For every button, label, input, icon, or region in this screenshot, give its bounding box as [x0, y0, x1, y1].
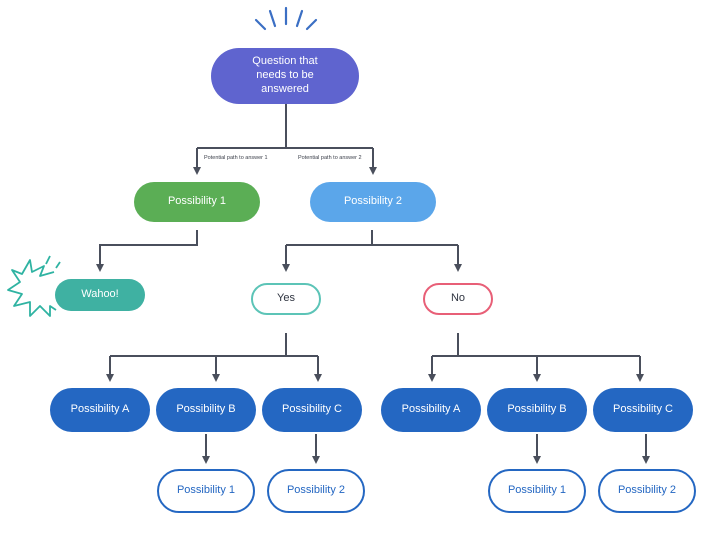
edge-label-path-1: Potential path to answer 1	[204, 155, 268, 161]
wahoo-node[interactable]: Wahoo!	[55, 279, 145, 311]
no-possibility-b-node[interactable]: Possibility B	[487, 388, 587, 432]
yes-possibility-b-node[interactable]: Possibility B	[156, 388, 256, 432]
yes-possibility-a-node[interactable]: Possibility A	[50, 388, 150, 432]
no-possibility-c-node[interactable]: Possibility C	[593, 388, 693, 432]
yes-possibility-c-node[interactable]: Possibility C	[262, 388, 362, 432]
no-c-possibility-2-node[interactable]: Possibility 2	[598, 469, 696, 513]
no-possibility-a-node[interactable]: Possibility A	[381, 388, 481, 432]
yes-node[interactable]: Yes	[251, 283, 321, 315]
possibility-1-node[interactable]: Possibility 1	[134, 182, 260, 222]
edge-label-path-2: Potential path to answer 2	[298, 155, 362, 161]
root-question-node[interactable]: Question that needs to be answered	[211, 48, 359, 104]
sparkle-rays-icon	[254, 6, 318, 31]
yes-c-possibility-2-node[interactable]: Possibility 2	[267, 469, 365, 513]
yes-b-possibility-1-node[interactable]: Possibility 1	[157, 469, 255, 513]
no-b-possibility-1-node[interactable]: Possibility 1	[488, 469, 586, 513]
starburst-icon	[7, 255, 61, 317]
possibility-2-node[interactable]: Possibility 2	[310, 182, 436, 222]
no-node[interactable]: No	[423, 283, 493, 315]
